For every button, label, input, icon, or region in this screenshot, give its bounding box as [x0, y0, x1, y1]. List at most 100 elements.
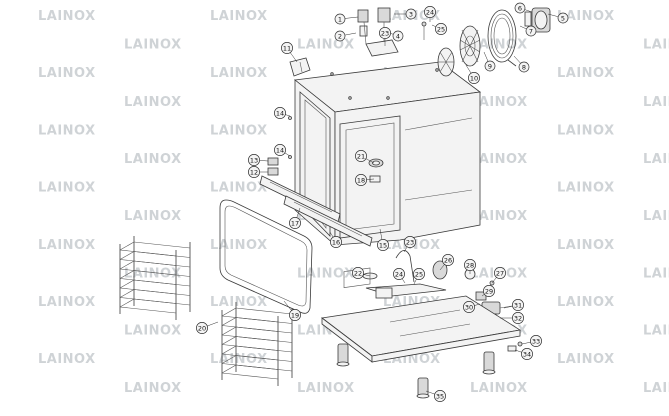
- callout: 24: [393, 268, 406, 284]
- callout-circle: [330, 236, 342, 248]
- callout-circle: [377, 239, 389, 251]
- callout-circle: [379, 27, 391, 39]
- watermark-text: LAINOX: [210, 66, 268, 81]
- callout-circle: [334, 13, 346, 25]
- callout: 25: [413, 268, 425, 285]
- watermark-text: LAINOX: [470, 381, 528, 396]
- callout-circle: [525, 25, 537, 37]
- callout-circle: [557, 12, 569, 24]
- fan-assembly: [437, 7, 551, 77]
- callout: 35: [425, 390, 446, 402]
- callout-layer: 1234567891011121314141516171819202122232…: [196, 2, 569, 402]
- watermark-text: LAINOX: [643, 38, 669, 53]
- heating-element: [487, 9, 517, 63]
- watermark-text: LAINOX: [643, 381, 669, 396]
- callout-number: 8: [522, 63, 526, 71]
- callout: 30: [463, 301, 481, 313]
- callout-circle: [512, 299, 524, 311]
- callout-number: 11: [283, 44, 291, 52]
- callout-number: 28: [466, 261, 474, 269]
- callout-number: 3: [409, 10, 413, 18]
- callout-number: 24: [395, 270, 403, 278]
- callout-circle: [494, 267, 506, 279]
- callout-number: 16: [332, 238, 340, 246]
- callout-circle: [521, 348, 533, 360]
- callout-circle: [392, 30, 404, 42]
- callout: 11: [281, 42, 298, 63]
- callout: 32: [500, 312, 524, 324]
- callout: 23: [379, 27, 391, 46]
- watermark-text: LAINOX: [643, 266, 669, 281]
- callout-circle: [274, 144, 286, 156]
- cabinet-right-face: [334, 91, 481, 246]
- watermark-text: LAINOX: [38, 9, 96, 24]
- callout: 12: [248, 166, 268, 178]
- callout-circle: [355, 150, 367, 162]
- oven-cabinet: [294, 61, 482, 246]
- callout-number: 14: [276, 109, 284, 117]
- callout-circle: [352, 267, 364, 279]
- callout-circle: [405, 8, 417, 20]
- callout-number: 20: [198, 324, 206, 332]
- tray-racks: [119, 236, 293, 386]
- callout: 29: [481, 285, 495, 297]
- watermark-text: LAINOX: [557, 66, 615, 81]
- callout: 8: [513, 55, 530, 73]
- rack-right: [221, 302, 293, 386]
- watermark-text: LAINOX: [557, 9, 615, 24]
- callout: 31: [503, 299, 524, 311]
- watermark-text: LAINOX: [643, 209, 669, 224]
- watermark-text: LAINOX: [297, 38, 355, 53]
- callout: 15: [377, 228, 389, 251]
- watermark-text: LAINOX: [297, 266, 355, 281]
- callout-number: 34: [523, 350, 531, 358]
- callout-circle: [248, 154, 260, 166]
- watermark-text: LAINOX: [210, 181, 268, 196]
- watermark-text: LAINOX: [557, 238, 615, 253]
- rack-left: [119, 236, 191, 320]
- callout: 23: [403, 236, 416, 253]
- watermark-text: LAINOX: [124, 324, 182, 339]
- callout-number: 18: [357, 176, 365, 184]
- callout: 27: [491, 267, 506, 284]
- callout-number: 35: [436, 392, 444, 400]
- callout-circle: [514, 2, 526, 14]
- callout-number: 12: [250, 168, 258, 176]
- callout-number: 33: [532, 337, 540, 345]
- callout: 1: [334, 13, 359, 25]
- watermark-text: LAINOX: [557, 295, 615, 310]
- callout-number: 14: [276, 146, 284, 154]
- callout: 33: [521, 335, 542, 347]
- callout-number: 9: [488, 62, 492, 70]
- callout-number: 21: [357, 152, 365, 160]
- callout-circle: [483, 285, 495, 297]
- watermark-text: LAINOX: [38, 238, 96, 253]
- callout-number: 25: [437, 25, 445, 33]
- callout-circle: [463, 301, 475, 313]
- callout-circle: [468, 72, 480, 84]
- callout-number: 13: [250, 156, 258, 164]
- lamp: [369, 175, 381, 183]
- bracket: [289, 57, 311, 77]
- callout: 13: [248, 154, 269, 166]
- callout: 19: [283, 300, 301, 321]
- watermark-text: LAINOX: [210, 295, 268, 310]
- callout-number: 29: [485, 287, 493, 295]
- callout-number: 23: [406, 238, 414, 246]
- callout-number: 6: [518, 4, 522, 12]
- callout: 22: [352, 267, 371, 279]
- watermark-text: LAINOX: [557, 181, 615, 196]
- watermark-text: LAINOX: [643, 324, 669, 339]
- callout-circle: [413, 268, 425, 280]
- watermark-text: LAINOX: [210, 123, 268, 138]
- watermark-text: LAINOX: [124, 95, 182, 110]
- callout-number: 22: [354, 269, 362, 277]
- watermark-text: LAINOX: [643, 95, 669, 110]
- callout-circle: [518, 61, 530, 73]
- callout: 20: [196, 321, 219, 334]
- callout-circle: [355, 174, 367, 186]
- callout: 25: [431, 23, 447, 35]
- watermark-text: LAINOX: [470, 209, 528, 224]
- callout: 28: [464, 259, 476, 274]
- callout: 34: [514, 348, 533, 360]
